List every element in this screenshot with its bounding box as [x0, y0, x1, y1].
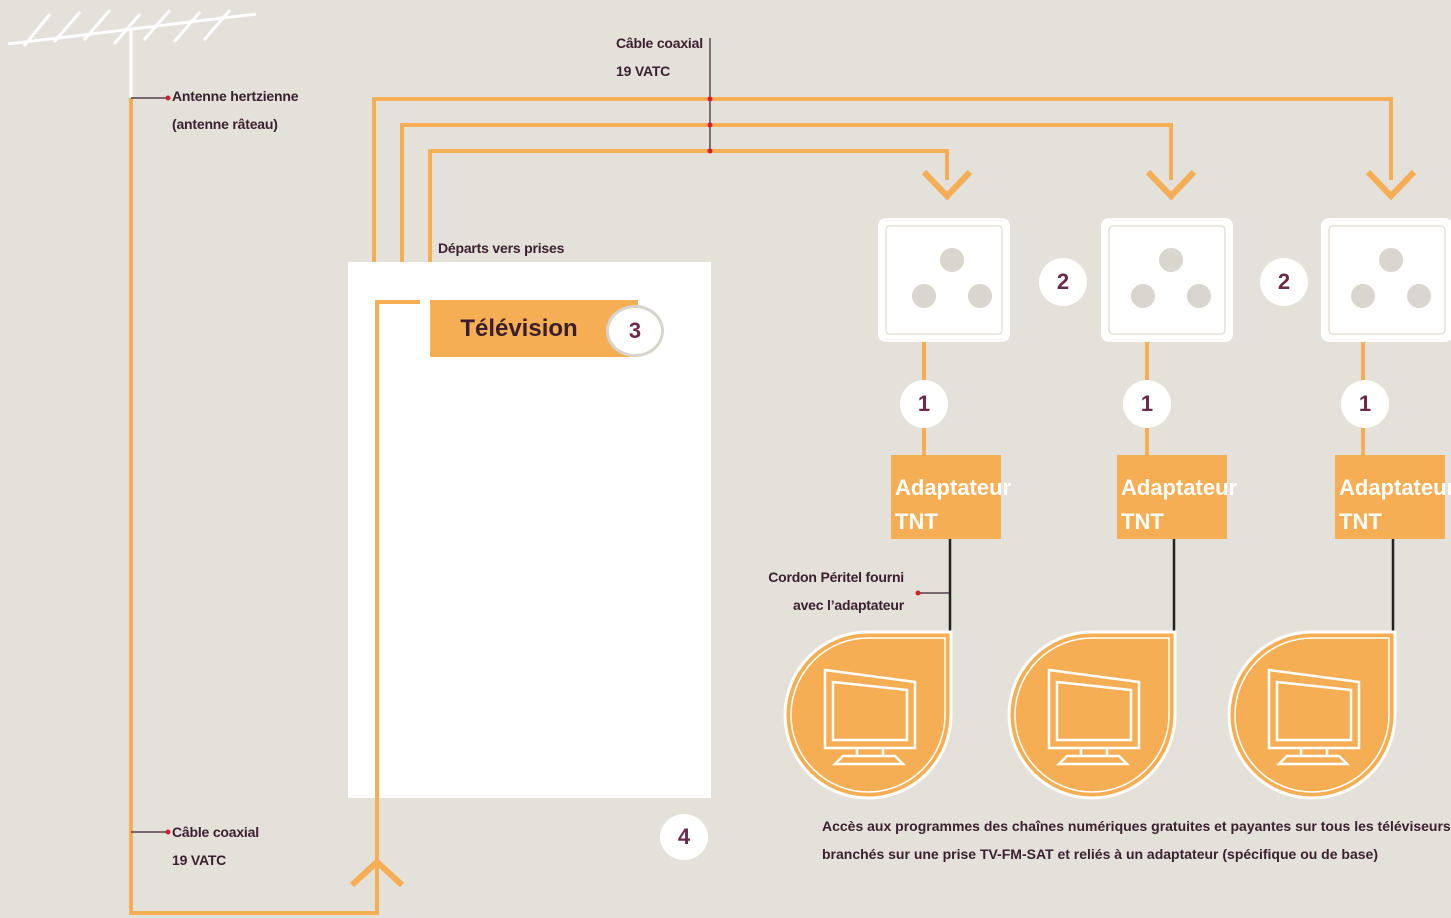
tv-socket-icon: [1321, 218, 1451, 342]
arrow-up-icon: [349, 857, 405, 888]
caption: Accès aux programmes des chaînes numériq…: [822, 818, 1451, 862]
cord-number-badge: 1: [1341, 380, 1389, 428]
cordon-label: Cordon Péritel fourni avec l’adaptateur: [768, 569, 904, 613]
adapter-tnt: Adaptateur TNT: [1117, 455, 1237, 539]
cord-number-badge: 1: [900, 380, 948, 428]
adapter-tnt: Adaptateur TNT: [1335, 455, 1451, 539]
outlet-cables: [372, 97, 1393, 262]
arrow-down-icon: [921, 169, 973, 201]
tv-socket-icon: [878, 218, 1010, 342]
number-badge-4: 4: [660, 814, 708, 860]
television-module: Télévision: [430, 300, 638, 357]
arrow-down-icon: [1145, 169, 1197, 201]
departs-label: Départs vers prises: [438, 240, 565, 256]
cord-number-badge: 1: [1123, 380, 1171, 428]
television-number-badge: 3: [606, 305, 664, 357]
television-icon: [783, 630, 953, 800]
adapter-tnt: Adaptateur TNT: [891, 455, 1011, 539]
cable-bottom-label: Câble coaxial 19 VATC: [172, 824, 259, 868]
antenna-label: Antenne hertzienne (antenne râteau): [172, 88, 299, 132]
arrow-down-icon: [1365, 169, 1417, 201]
antenna-icon: [7, 9, 257, 98]
cable-top-label: Câble coaxial 19 VATC: [616, 35, 703, 79]
television-title: Télévision: [460, 314, 578, 342]
television-icon: [1227, 630, 1397, 800]
socket-number-badge: 2: [1039, 258, 1087, 306]
television-icon: [1007, 630, 1177, 800]
socket-number-badge: 2: [1260, 258, 1308, 306]
tv-socket-icon: [1101, 218, 1233, 342]
